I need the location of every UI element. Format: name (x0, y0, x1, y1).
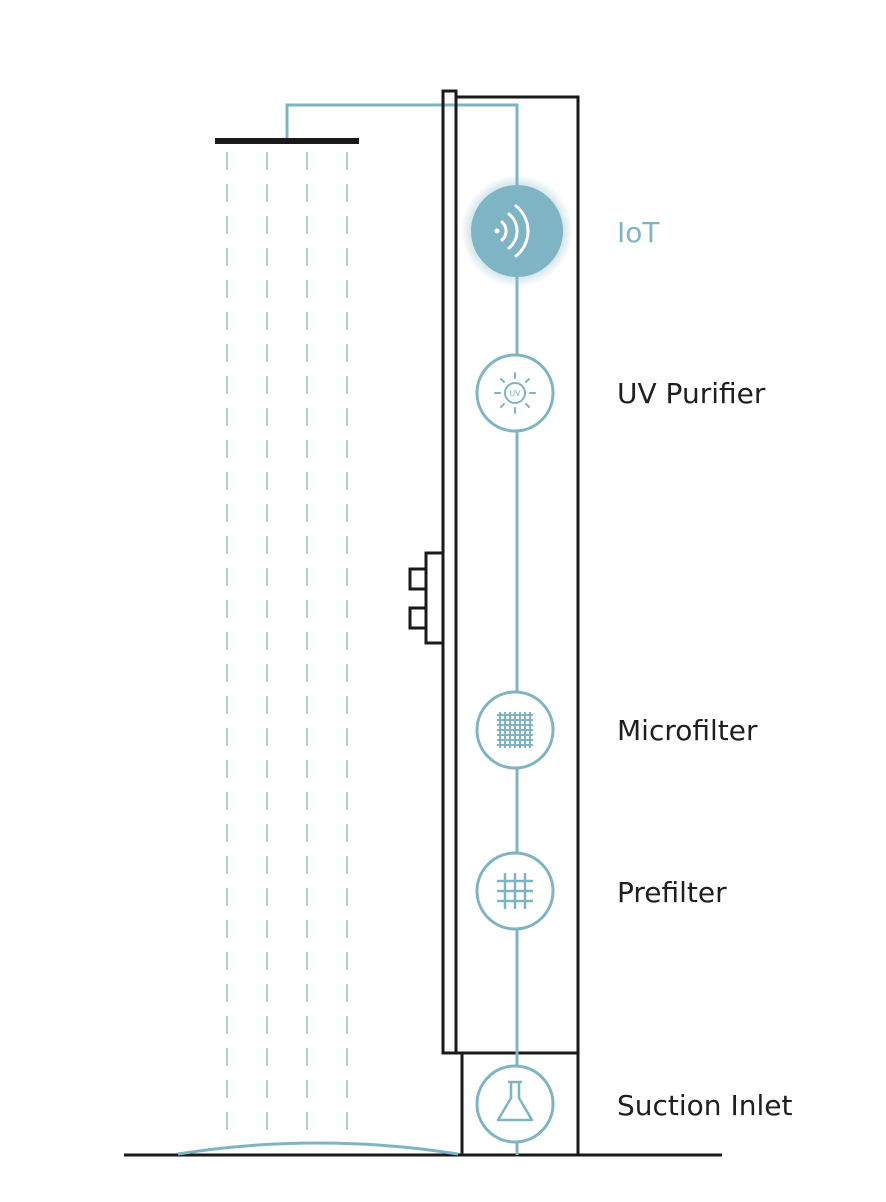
column-base (460, 1051, 580, 1157)
stage-node-iot (461, 175, 573, 287)
stage-label-prefilter: Prefilter (617, 876, 727, 909)
uv-sun-icon (494, 372, 536, 414)
column-back-plate (441, 89, 458, 1055)
fine-mesh-icon (497, 712, 533, 748)
uv-icon-text: UV (509, 389, 521, 398)
stage-label-uv: UV Purifier (617, 377, 766, 410)
control-mount (424, 551, 445, 645)
stage-node-uv: UV (475, 353, 555, 433)
stage-label-iot: IoT (617, 216, 660, 249)
shower-pipe (285, 103, 519, 188)
stage-label-microfilter: Microfilter (617, 714, 758, 747)
stage-node-microfilter (475, 690, 555, 770)
flask-icon (496, 1080, 534, 1122)
stage-label-inlet: Suction Inlet (617, 1089, 793, 1122)
stage-node-prefilter (475, 851, 555, 931)
control-knob-top (408, 567, 428, 591)
wifi-signal-icon (494, 204, 530, 258)
water-streams (226, 152, 348, 1130)
stage-node-inlet (475, 1064, 555, 1144)
water-puddle (177, 1141, 459, 1156)
coarse-mesh-icon (497, 873, 533, 909)
control-knob-bottom (408, 606, 428, 630)
